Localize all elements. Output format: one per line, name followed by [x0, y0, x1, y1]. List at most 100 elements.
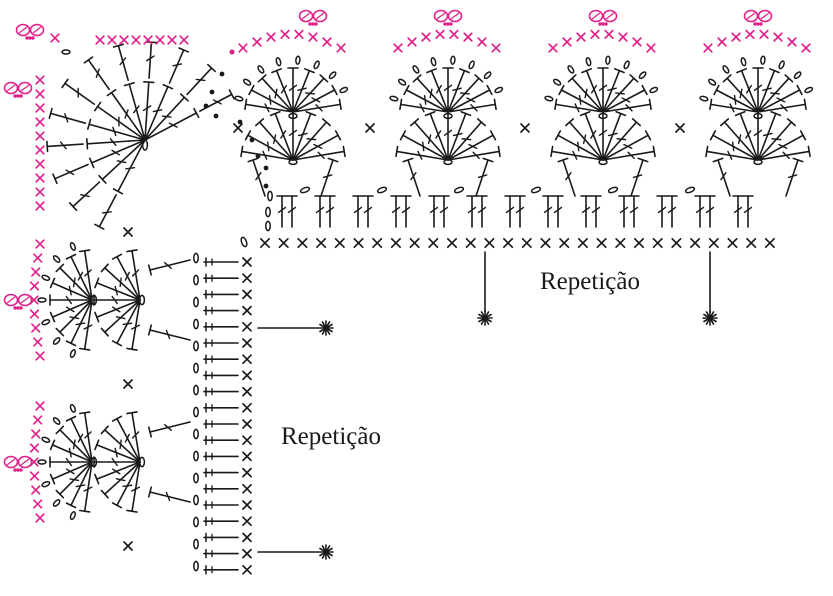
- picot-dot: [19, 468, 22, 471]
- double-crochet: [200, 94, 232, 111]
- double-crochet: [653, 146, 655, 156]
- repeat-marker-icon: [323, 549, 328, 554]
- slip-stitch: [264, 166, 269, 171]
- double-crochet: [429, 135, 431, 143]
- chain-stitch: [545, 96, 554, 102]
- double-crochet: [740, 89, 742, 97]
- chain-stitch: [194, 495, 198, 504]
- chain-stitch: [194, 451, 198, 460]
- double-crochet: [430, 89, 432, 97]
- double-crochet: [491, 131, 496, 140]
- double-crochet: [126, 168, 135, 169]
- double-crochet: [69, 286, 71, 294]
- picot-stroke: [33, 27, 41, 33]
- double-crochet: [76, 485, 84, 486]
- double-crochet: [706, 146, 708, 156]
- double-crochet: [253, 160, 265, 196]
- double-crochet: [321, 160, 333, 196]
- picot-icon: [590, 11, 617, 26]
- picot-icon: [300, 11, 327, 26]
- double-crochet: [646, 131, 651, 140]
- double-crochet: [97, 445, 140, 462]
- chain-stitch: [52, 255, 60, 263]
- double-crochet: [461, 93, 470, 94]
- picot-stroke: [7, 459, 15, 465]
- double-crochet: [80, 250, 90, 251]
- picot-dot: [598, 22, 601, 25]
- chain-stitch: [194, 363, 198, 372]
- double-crochet: [448, 71, 464, 112]
- slip-stitch: [230, 50, 235, 55]
- double-crochet: [617, 139, 626, 140]
- picot-stroke: [592, 13, 600, 19]
- double-crochet: [120, 440, 121, 449]
- picot-dot: [13, 306, 16, 309]
- chain-stitch: [41, 436, 50, 443]
- picot-dot: [446, 22, 449, 25]
- double-crochet: [144, 82, 154, 83]
- double-crochet: [425, 96, 426, 105]
- fan-center-chain: [444, 160, 452, 165]
- double-crochet: [196, 79, 205, 80]
- picot-stroke: [451, 13, 459, 19]
- double-crochet: [107, 90, 115, 96]
- chain-stitch: [451, 56, 456, 64]
- double-crochet: [162, 116, 171, 117]
- double-crochet: [718, 160, 730, 196]
- picot-dot: [28, 36, 31, 39]
- chain-stitch: [38, 298, 46, 302]
- chain-stitch: [638, 71, 646, 79]
- double-crochet: [55, 164, 88, 178]
- double-crochet: [277, 71, 293, 112]
- double-crochet: [772, 139, 781, 140]
- picot-dot: [13, 468, 16, 471]
- double-crochet: [578, 142, 579, 151]
- chain-stitch: [194, 297, 198, 306]
- double-crochet: [401, 131, 406, 140]
- double-crochet: [739, 135, 741, 143]
- double-crochet: [307, 139, 316, 140]
- double-crochet: [117, 161, 125, 163]
- double-crochet: [408, 160, 420, 196]
- double-crochet: [153, 110, 161, 112]
- chain-stitch: [194, 319, 198, 328]
- double-crochet: [97, 300, 140, 317]
- double-crochet: [336, 131, 341, 140]
- double-crochet: [603, 114, 621, 160]
- double-crochet: [97, 462, 140, 479]
- picot-icon: [745, 11, 772, 26]
- picot-stroke: [7, 85, 15, 91]
- double-crochet: [96, 69, 99, 77]
- chain-stitch: [243, 78, 252, 86]
- chain-stitch: [685, 186, 695, 193]
- double-crochet: [129, 84, 145, 140]
- fan-center-chain: [289, 160, 297, 165]
- double-crochet: [150, 260, 190, 270]
- double-crochet: [758, 78, 789, 112]
- picot-stroke: [7, 297, 15, 303]
- picot-stroke: [606, 13, 614, 19]
- picot-dot: [753, 22, 756, 25]
- chain-stitch: [623, 60, 630, 69]
- double-crochet: [81, 195, 89, 197]
- double-crochet: [274, 135, 276, 143]
- chain-stitch: [377, 186, 387, 193]
- picot-dot: [16, 468, 19, 471]
- chain-stitch: [257, 65, 265, 74]
- chain-stitch: [300, 186, 310, 193]
- chain-stitch: [52, 337, 60, 345]
- chain-stitch: [741, 57, 747, 66]
- double-crochet: [95, 102, 101, 110]
- double-crochet: [123, 485, 132, 486]
- double-crochet: [733, 142, 734, 151]
- fan-center-chain: [140, 457, 145, 466]
- picot-dot: [25, 36, 28, 39]
- chain-stitch: [52, 499, 60, 507]
- double-crochet: [649, 99, 651, 109]
- fan-center-chain: [754, 160, 762, 165]
- double-crochet: [70, 317, 78, 318]
- picot-stroke: [302, 13, 310, 19]
- picot-dot: [16, 306, 19, 309]
- double-crochet: [73, 182, 99, 206]
